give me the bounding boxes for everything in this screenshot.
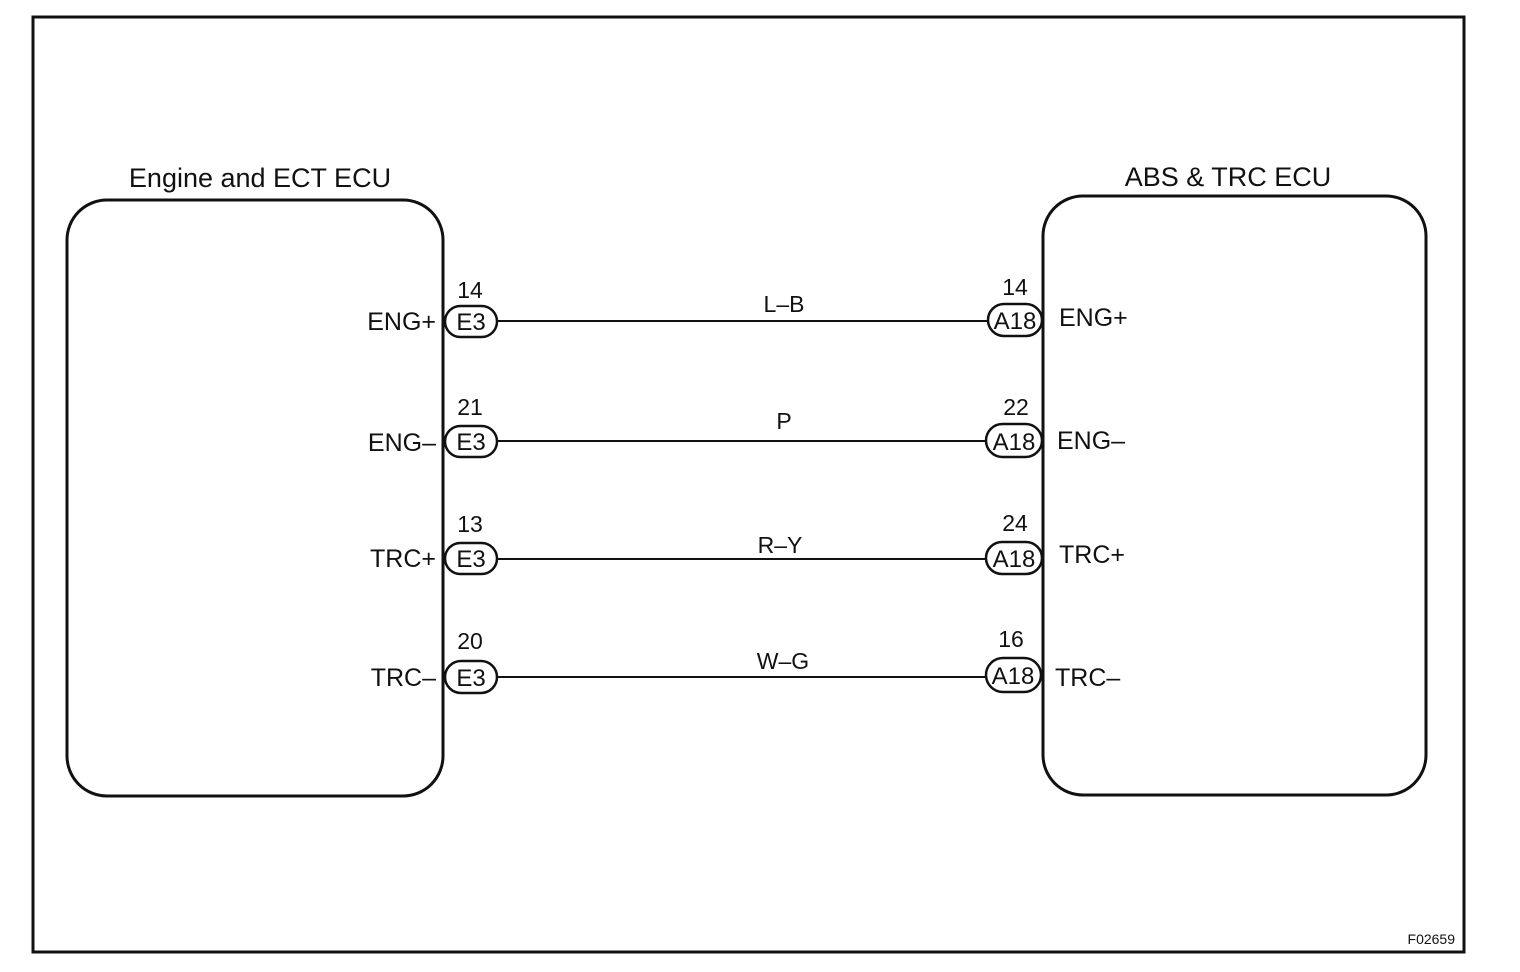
right-pin-number: 16: [998, 626, 1024, 652]
right-terminal-label: TRC+: [1059, 541, 1125, 569]
figure-id: F02659: [1408, 931, 1456, 947]
left-pin-number: 21: [457, 394, 483, 420]
left-pin-number: 14: [457, 277, 483, 303]
left-connector-label: E3: [456, 309, 485, 336]
wire-color-code: P: [776, 408, 791, 434]
left-connector-label: E3: [456, 665, 485, 692]
wire-row: TRC– 20 E3 W–G 16 A18 TRC–: [371, 626, 1120, 695]
wire-row: TRC+ 13 E3 R–Y 24 A18 TRC+: [370, 510, 1125, 576]
left-pin-number: 20: [457, 628, 483, 654]
wire-row: ENG+ 14 E3 L–B 14 A18 ENG+: [367, 274, 1128, 339]
right-terminal-label: TRC–: [1055, 664, 1120, 692]
right-connector-label: A18: [994, 308, 1037, 335]
right-connector: [984, 540, 1044, 576]
right-connector: [984, 656, 1043, 694]
left-connector-label: E3: [456, 546, 485, 573]
left-connector: [443, 659, 499, 695]
left-terminal-label: ENG–: [368, 429, 436, 457]
right-connector: [986, 302, 1044, 338]
left-ecu-box: [65, 198, 445, 798]
left-ecu-title: Engine and ECT ECU: [129, 163, 391, 193]
right-connector-label: A18: [992, 663, 1035, 690]
wire-color-code: L–B: [764, 291, 805, 317]
left-terminal-label: TRC+: [370, 545, 436, 573]
wire-row: ENG– 21 E3 P 22 A18 ENG–: [368, 394, 1125, 459]
right-ecu-title: ABS & TRC ECU: [1125, 162, 1332, 192]
right-ecu-box: [1041, 194, 1428, 797]
left-connector-label: E3: [456, 429, 485, 456]
diagram-frame: [31, 15, 1466, 954]
right-connector-label: A18: [993, 429, 1036, 456]
left-pin-number: 13: [457, 511, 483, 537]
right-pin-number: 24: [1002, 510, 1028, 536]
wire-color-code: R–Y: [758, 532, 803, 558]
right-terminal-label: ENG–: [1057, 427, 1125, 455]
right-connector-label: A18: [993, 546, 1036, 573]
left-connector: [443, 304, 499, 339]
right-pin-number: 14: [1002, 274, 1028, 300]
left-terminal-label: TRC–: [371, 664, 436, 692]
left-terminal-label: ENG+: [367, 308, 436, 336]
left-connector: [443, 424, 499, 459]
right-pin-number: 22: [1003, 394, 1029, 420]
right-connector: [984, 422, 1044, 459]
left-connector: [443, 541, 499, 576]
wire-color-code: W–G: [757, 648, 809, 674]
right-terminal-label: ENG+: [1059, 304, 1128, 332]
